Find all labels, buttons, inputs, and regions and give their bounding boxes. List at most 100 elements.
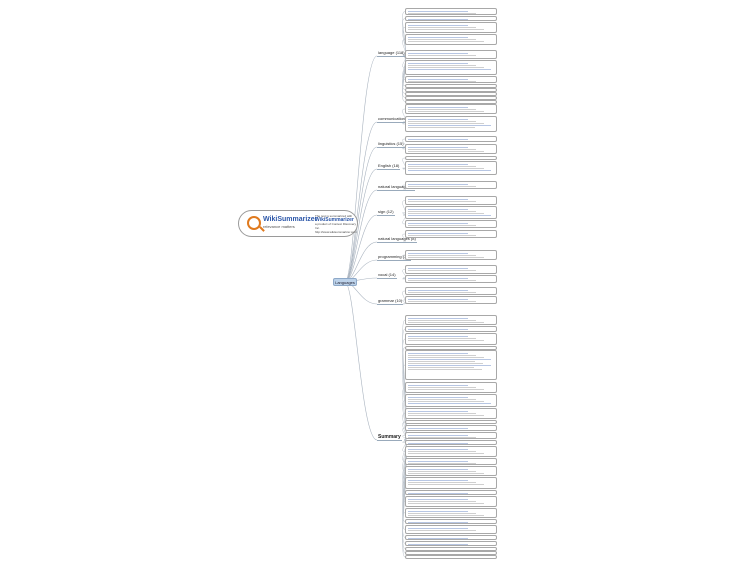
leaf-note[interactable] [405, 206, 497, 219]
leaf-note[interactable] [405, 116, 497, 132]
leaf-note[interactable] [405, 432, 497, 439]
leaf-text-line [408, 336, 469, 337]
leaf-note[interactable] [405, 136, 497, 142]
leaf-note[interactable] [405, 296, 497, 304]
leaf-note[interactable] [405, 265, 497, 274]
leaf-note[interactable] [405, 490, 497, 495]
branch-topic[interactable]: natural language (8) [377, 184, 415, 191]
leaf-text-line [408, 107, 469, 108]
leaf-text-line [408, 544, 469, 545]
leaf-note[interactable] [405, 525, 497, 534]
leaf-note[interactable] [405, 8, 497, 15]
branch-topic[interactable]: grammar (10) [377, 298, 404, 305]
leaf-text-line [408, 121, 476, 122]
root-topic[interactable]: Languages [333, 278, 357, 286]
branch-to-leaf-line [402, 427, 407, 441]
leaf-note[interactable] [405, 96, 497, 100]
leaf-note[interactable] [405, 161, 497, 175]
magnifier-icon [247, 216, 261, 230]
leaf-note[interactable] [405, 535, 497, 540]
leaf-text-line [408, 127, 476, 128]
leaf-note[interactable] [405, 466, 497, 476]
leaf-note[interactable] [405, 34, 497, 45]
leaf-text-line [408, 55, 476, 56]
leaf-text-line [408, 255, 476, 256]
branch-topic[interactable]: vocal (14) [377, 272, 397, 279]
leaf-note[interactable] [405, 88, 497, 92]
leaf-note[interactable] [405, 220, 497, 228]
leaf-note[interactable] [405, 275, 497, 283]
leaf-note[interactable] [405, 408, 497, 419]
logo-credit-url[interactable]: http://www.wikisummarizer.com [315, 230, 357, 234]
branch-topic[interactable]: language (118) [377, 50, 406, 57]
leaf-note[interactable] [405, 287, 497, 295]
leaf-text-line [408, 515, 484, 516]
branch-topic[interactable]: natural languages (8) [377, 236, 417, 243]
leaf-note[interactable] [405, 50, 497, 59]
leaf-text-line [408, 215, 492, 216]
branch-to-leaf-line [402, 138, 406, 148]
leaf-note[interactable] [405, 382, 497, 393]
leaf-note[interactable] [405, 346, 497, 350]
leaf-note[interactable] [405, 420, 497, 424]
leaf-note[interactable] [405, 350, 497, 380]
branch-topic[interactable]: Summary [377, 434, 402, 441]
root-to-branch-line [344, 168, 378, 283]
leaf-note[interactable] [405, 22, 497, 33]
leaf-note[interactable] [405, 16, 497, 21]
leaf-note[interactable] [405, 440, 497, 445]
leaf-text-line [408, 19, 469, 20]
leaf-note[interactable] [405, 181, 497, 189]
leaf-note[interactable] [405, 230, 497, 238]
leaf-note[interactable] [405, 394, 497, 407]
leaf-note[interactable] [405, 144, 497, 154]
leaf-note[interactable] [405, 519, 497, 524]
branch-topic[interactable]: English (18) [377, 163, 401, 170]
leaf-note[interactable] [405, 250, 497, 260]
leaf-note[interactable] [405, 555, 497, 559]
leaf-text-line [408, 278, 469, 279]
leaf-note[interactable] [405, 547, 497, 551]
leaf-text-line [408, 111, 484, 112]
leaf-text-line [408, 469, 469, 470]
leaf-note[interactable] [405, 446, 497, 457]
leaf-text-line [408, 482, 476, 483]
branch-topic[interactable]: communication (16) [377, 116, 415, 123]
leaf-note[interactable] [405, 76, 497, 83]
branch-topic[interactable]: sign (12) [377, 209, 395, 216]
root-to-branch-line [344, 241, 378, 283]
leaf-note[interactable] [405, 477, 497, 489]
leaf-note[interactable] [405, 60, 497, 75]
leaf-text-line [408, 480, 469, 481]
leaf-note[interactable] [405, 458, 497, 465]
leaf-text-line [408, 186, 476, 187]
branch-topic[interactable]: linguistics (15) [377, 141, 405, 148]
leaf-note[interactable] [405, 84, 497, 88]
leaf-text-line [408, 63, 469, 64]
leaf-text-line [408, 389, 484, 390]
branch-topic[interactable]: programming (11) [377, 254, 411, 261]
leaf-note[interactable] [405, 541, 497, 546]
leaf-text-line [408, 461, 469, 462]
leaf-note[interactable] [405, 92, 497, 96]
leaf-note[interactable] [405, 100, 497, 104]
leaf-text-line [408, 37, 469, 38]
leaf-text-line [408, 353, 469, 354]
leaf-text-line [408, 201, 476, 202]
leaf-note[interactable] [405, 333, 497, 345]
leaf-text-line [408, 69, 492, 70]
leaf-note[interactable] [405, 315, 497, 325]
leaf-note[interactable] [405, 196, 497, 205]
leaf-text-line [408, 164, 469, 165]
leaf-text-line [408, 159, 468, 160]
leaf-note[interactable] [405, 551, 497, 555]
leaf-note[interactable] [405, 425, 497, 431]
leaf-note[interactable] [405, 508, 497, 518]
leaf-note[interactable] [405, 496, 497, 507]
leaf-note[interactable] [405, 326, 497, 332]
leaf-text-line [408, 139, 469, 140]
wikisummarizer-logo[interactable]: WikiSummarizer relevance matters The tex… [238, 210, 358, 237]
leaf-note[interactable] [405, 156, 497, 160]
leaf-note[interactable] [405, 104, 497, 114]
